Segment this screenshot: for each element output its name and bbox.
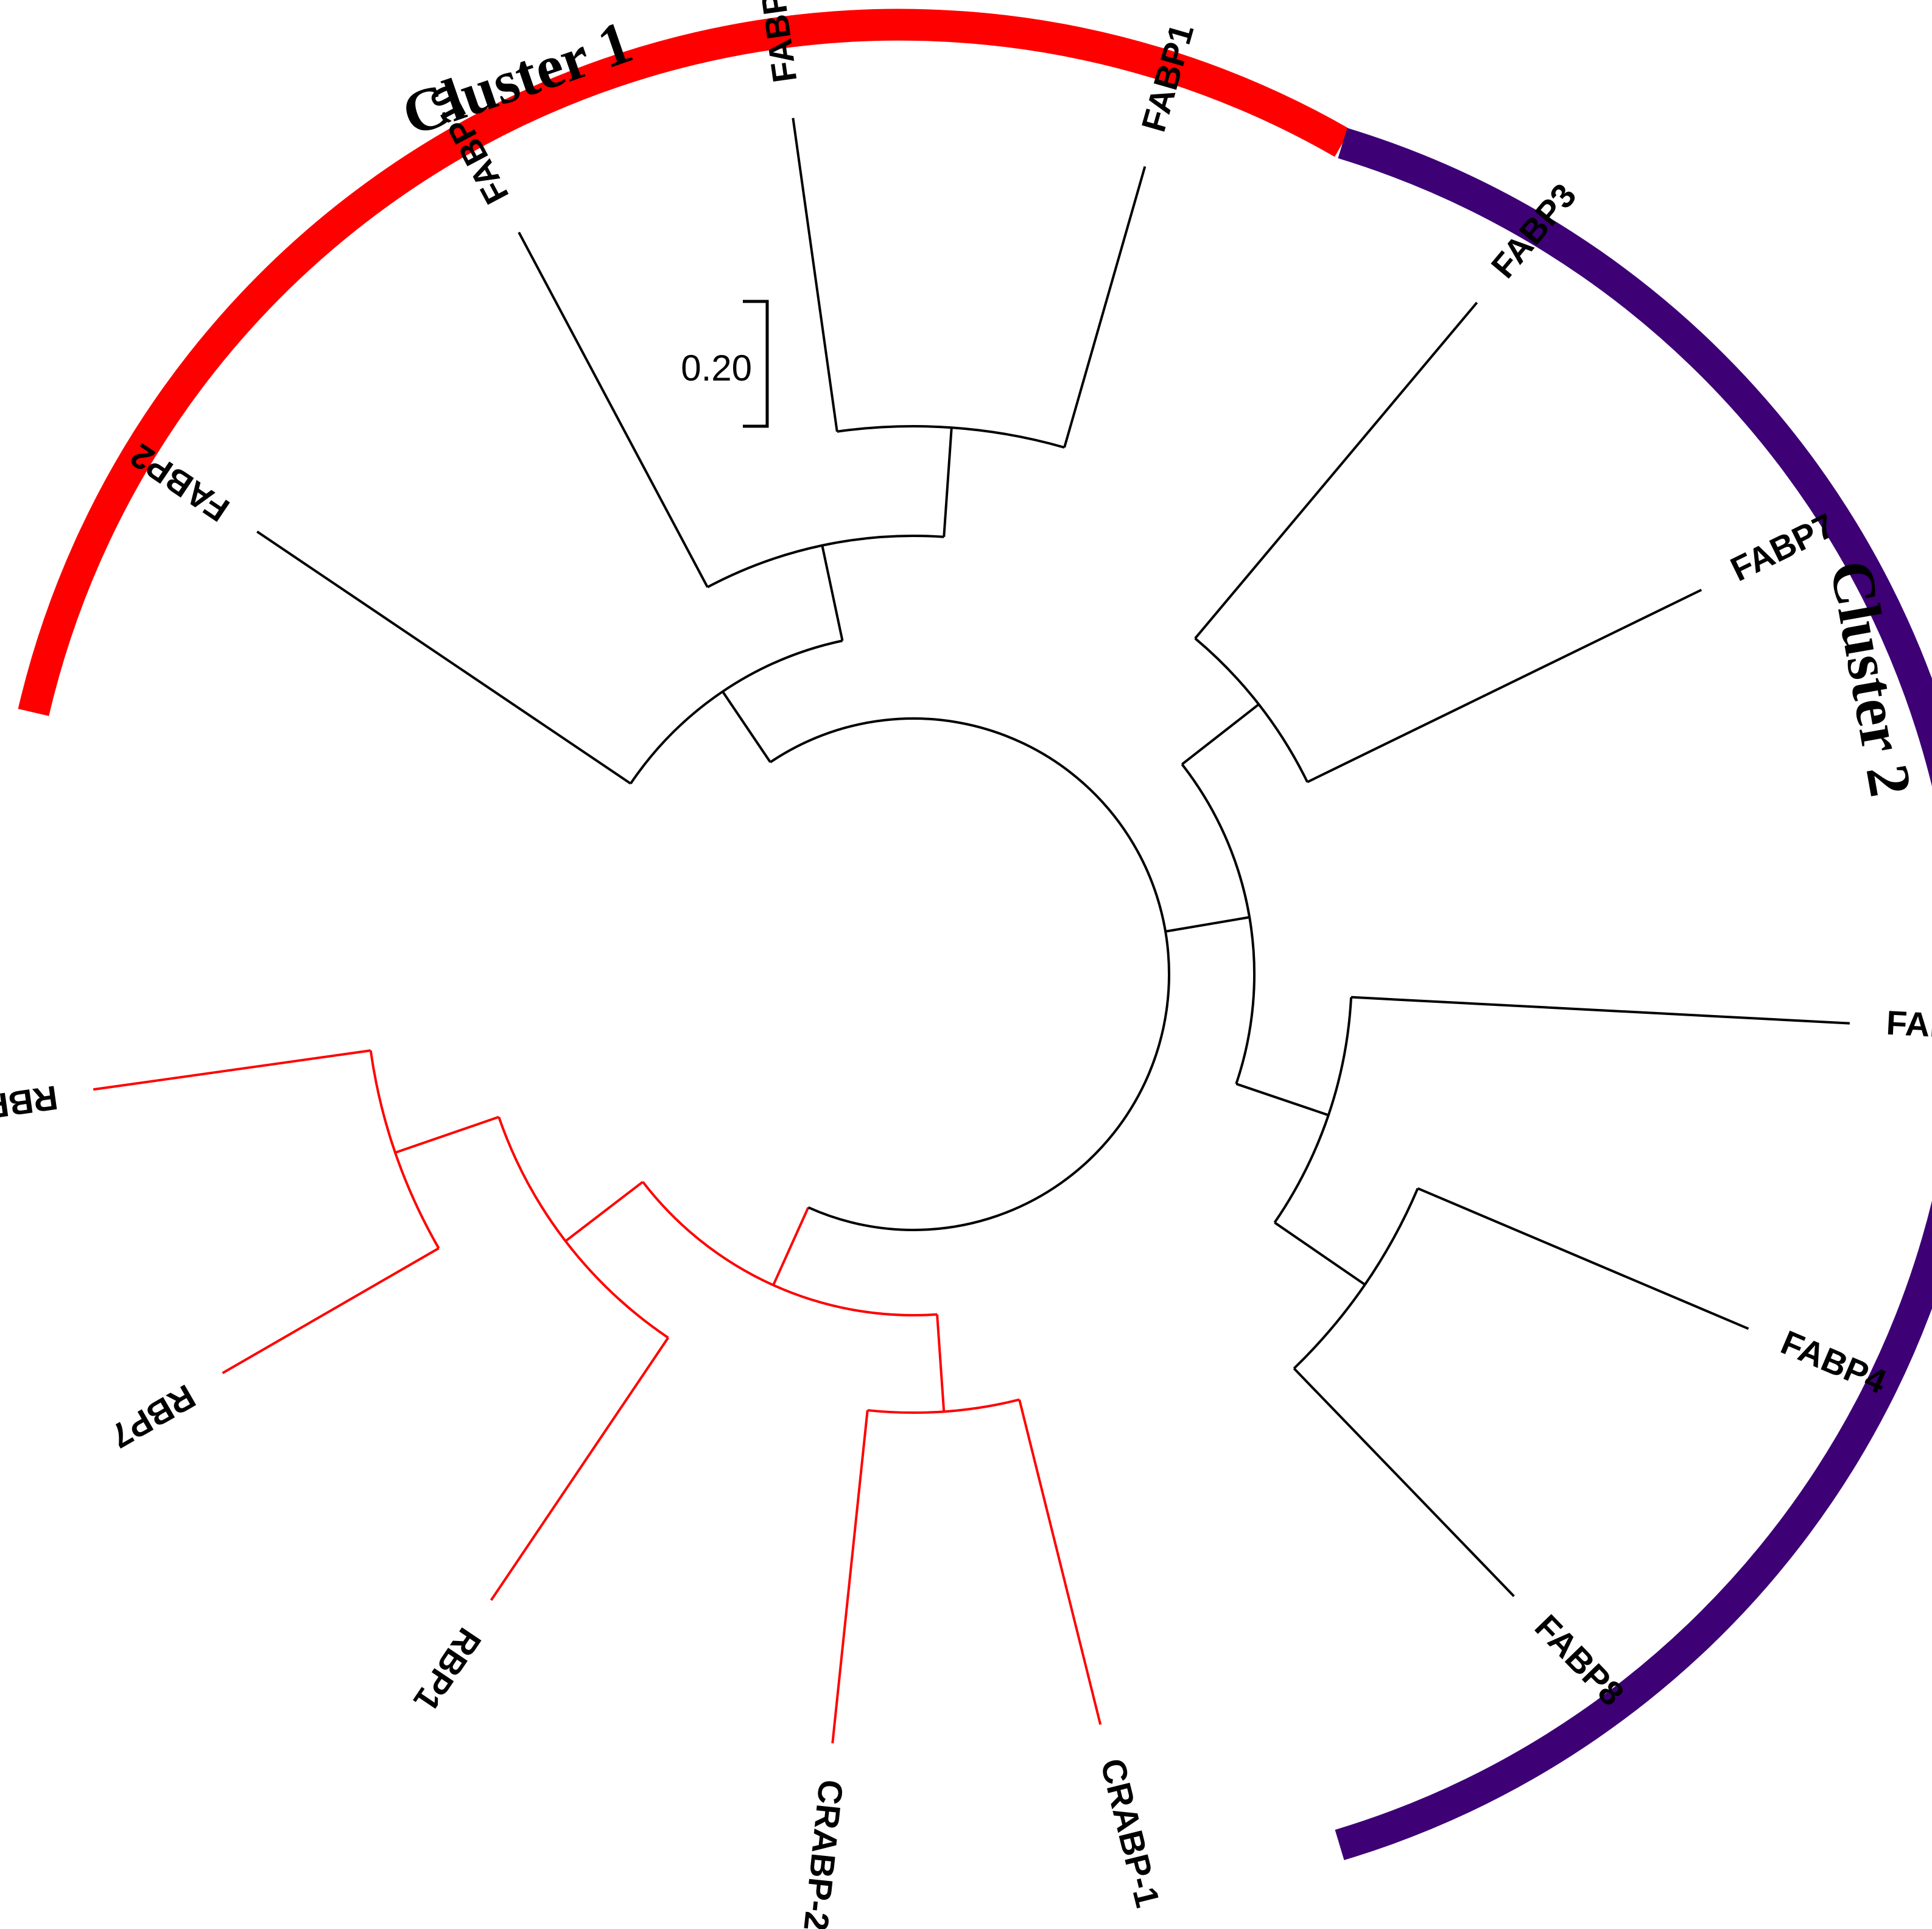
leaf-label-fabp4: FABP4 [1776, 1323, 1892, 1401]
internal-branch [943, 427, 953, 537]
leaf-branch [93, 1049, 371, 1091]
leaf-label-crabp-2: CRABP-2 [796, 1778, 851, 1929]
internal-branch [1181, 703, 1260, 765]
internal-branch [1235, 1083, 1329, 1117]
leaf-label-rbp2: RBP2 [0, 1078, 60, 1129]
leaf-branch [1194, 301, 1478, 639]
internal-branch [936, 1314, 946, 1412]
leaf-branch [518, 231, 709, 588]
internal-node-arc [867, 1398, 1020, 1414]
clade-stem [722, 690, 771, 763]
cluster-2-arc [1335, 128, 1932, 1860]
leaf-branch [1063, 166, 1147, 448]
leaf-branch [1351, 996, 1850, 1025]
scale-bar [743, 300, 769, 428]
leaf-label-rbp7: RBP7 [104, 1377, 202, 1456]
leaf-label-fabp8: FABP8 [1528, 1607, 1632, 1713]
leaf-branch [256, 530, 631, 785]
internal-branch [1274, 1221, 1366, 1286]
internal-branch [395, 1116, 499, 1154]
cluster-1-arc [18, 9, 1351, 716]
leaf-label-crabp-1: CRABP-1 [1094, 1755, 1167, 1911]
clade-stem [1165, 916, 1250, 933]
root-arc [770, 717, 1170, 1231]
internal-node-arc [1194, 637, 1308, 783]
tree-branches [93, 118, 1850, 1744]
internal-branch [821, 545, 844, 641]
leaf-branch [1307, 588, 1702, 784]
leaf-branch [831, 1410, 869, 1744]
leaf-branch [222, 1247, 440, 1374]
leaf-label-fabp5: FABP5 [1885, 1003, 1932, 1047]
leaf-label-rbp1: RBP1 [406, 1622, 489, 1718]
internal-node-arc [1181, 763, 1256, 1084]
leaf-branch [792, 118, 838, 432]
leaf-label-fabp2: FABP2 [124, 436, 236, 529]
internal-node-arc [369, 1050, 440, 1249]
leaf-branch [1293, 1368, 1515, 1597]
scale-bar-label: 0.20 [681, 348, 752, 388]
leaf-branch [1417, 1187, 1749, 1330]
leaf-branch [490, 1337, 670, 1601]
leaf-branch [1018, 1399, 1102, 1725]
clade-stem [772, 1207, 810, 1286]
internal-branch [564, 1181, 644, 1242]
